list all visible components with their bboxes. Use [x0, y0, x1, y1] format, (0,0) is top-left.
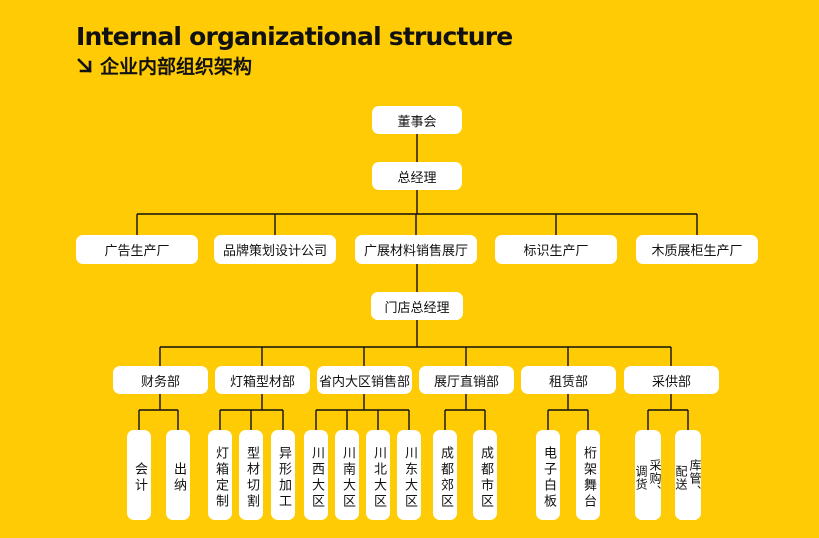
node-department: 财务部 — [113, 366, 208, 394]
node-team: 型材切割 — [239, 430, 263, 520]
node-division: 广展材料销售展厅 — [355, 235, 477, 264]
node-team-label: 灯箱定制 — [213, 446, 228, 510]
node-division: 品牌策划设计公司 — [214, 235, 336, 264]
node-team-label: 川南大区 — [340, 446, 355, 510]
diagram-title: Internal organizational structure — [76, 22, 513, 51]
node-division: 木质展柜生产厂 — [636, 235, 758, 264]
node-team: 成都郊区 — [433, 430, 457, 520]
diagram-subtitle-text: 企业内部组织架构 — [100, 56, 253, 78]
node-department: 灯箱型材部 — [215, 366, 310, 394]
node-department: 采供部 — [624, 366, 719, 394]
node-team: 川东大区 — [397, 430, 421, 520]
node-team-label: 川东大区 — [402, 446, 417, 510]
node-store-manager: 门店总经理 — [371, 292, 463, 320]
node-team: 出纳 — [166, 430, 190, 520]
node-team: 成都市区 — [473, 430, 497, 520]
node-team: 川北大区 — [366, 430, 390, 520]
node-team: 库管、配送 — [674, 430, 702, 520]
node-department: 省内大区销售部 — [317, 366, 412, 394]
node-team-label: 采购、 — [648, 458, 662, 498]
node-team-label: 型材切割 — [244, 446, 259, 510]
node-team: 川南大区 — [335, 430, 359, 520]
node-team-label: 出纳 — [171, 462, 186, 494]
node-team: 采购、调货 — [634, 430, 662, 520]
node-team: 异形加工 — [271, 430, 295, 520]
node-team-label: 川西大区 — [309, 446, 324, 510]
node-division: 标识生产厂 — [495, 235, 617, 264]
node-team-label: 成都郊区 — [438, 446, 453, 510]
node-team: 灯箱定制 — [208, 430, 232, 520]
node-general-manager: 总经理 — [372, 162, 462, 190]
arrow-down-right-icon — [77, 57, 92, 73]
node-board: 董事会 — [372, 106, 462, 134]
node-team-label: 会计 — [132, 462, 147, 494]
node-team-label: 异形加工 — [276, 446, 291, 510]
node-team-label: 成都市区 — [478, 446, 493, 510]
node-team-label: 电子白板 — [541, 446, 556, 510]
node-team: 电子白板 — [536, 430, 560, 520]
node-team: 桁架舞台 — [576, 430, 600, 520]
node-department: 展厅直销部 — [419, 366, 514, 394]
node-team: 会计 — [127, 430, 151, 520]
node-division: 广告生产厂 — [76, 235, 198, 264]
node-team-label: 桁架舞台 — [581, 446, 596, 510]
node-department: 租赁部 — [521, 366, 616, 394]
node-team-label: 川北大区 — [371, 446, 386, 510]
node-team-label: 库管、 — [688, 458, 702, 498]
diagram-subtitle: 企业内部组织架构 — [76, 52, 252, 79]
node-team: 川西大区 — [304, 430, 328, 520]
node-team-label: 调货 — [634, 465, 648, 491]
node-team-label: 配送 — [674, 465, 688, 491]
